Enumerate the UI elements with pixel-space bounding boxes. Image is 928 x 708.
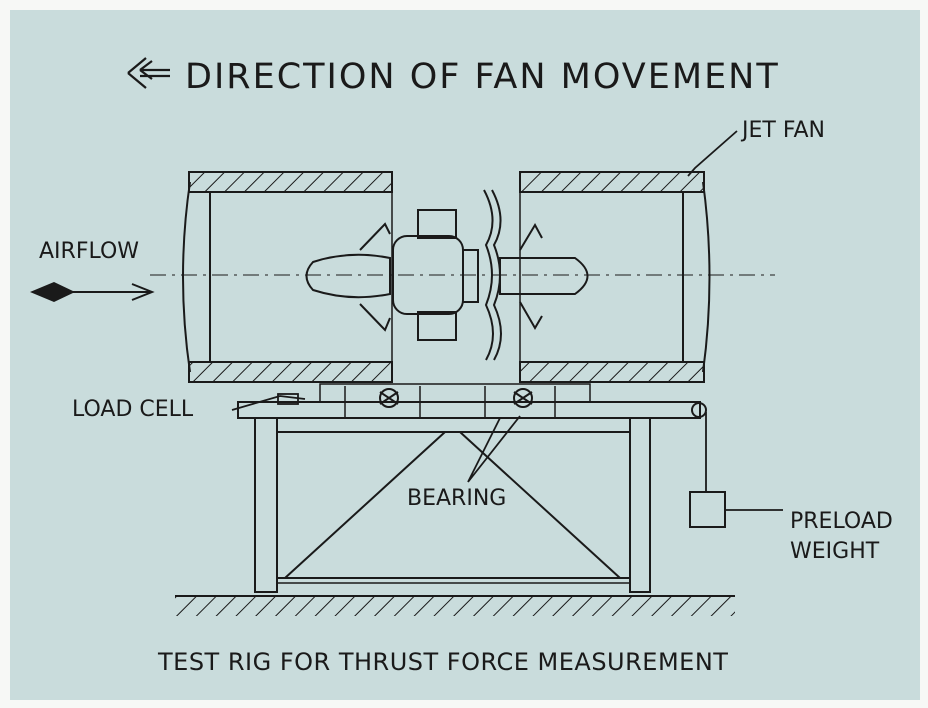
load-cell-sensor [277, 393, 299, 405]
jet-fan-leader-line [687, 130, 738, 177]
jet-fan-housing [150, 171, 775, 383]
load-cell-label: LOAD CELL [72, 397, 194, 422]
preload-weight-label-line1: PRELOAD [790, 509, 893, 534]
diagram-panel [10, 10, 920, 700]
airflow-label: AIRFLOW [39, 239, 139, 264]
diagram-caption: TEST RIG FOR THRUST FORCE MEASUREMENT [157, 648, 728, 676]
fan-motor-assembly [305, 189, 589, 361]
diagram-title: DIRECTION OF FAN MOVEMENT [185, 57, 780, 97]
preload-weight-label-line2: WEIGHT [790, 539, 880, 564]
load-cell-leader-line [231, 395, 306, 411]
airflow-arrow-icon [30, 282, 155, 302]
jet-fan-label: JET FAN [740, 118, 825, 143]
test-rig-frame [175, 383, 735, 616]
direction-arrow-icon [127, 57, 170, 89]
preload-weight-assembly [689, 402, 783, 528]
bearing-label: BEARING [407, 486, 506, 511]
bearing-leader-lines [467, 415, 521, 483]
bearing-assembly [344, 386, 556, 418]
